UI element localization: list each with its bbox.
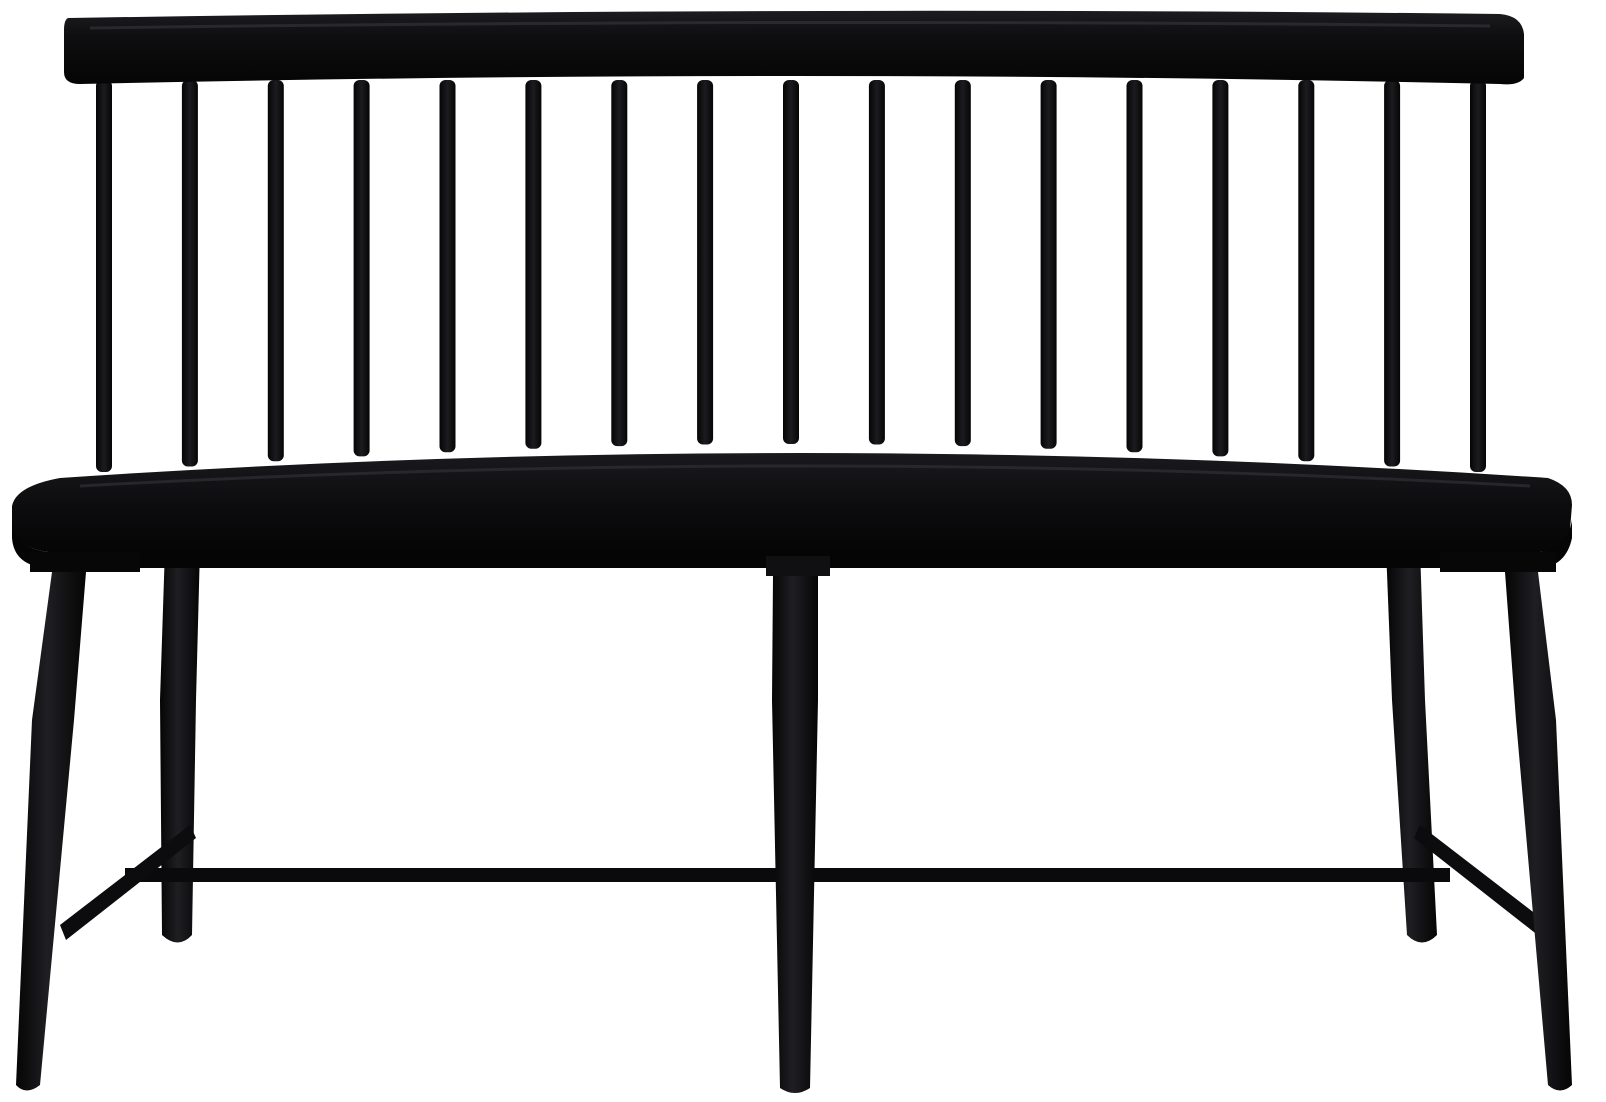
side-stretcher-right [1414, 825, 1550, 940]
seat-front-edge [12, 520, 1572, 568]
spindles [96, 80, 1486, 472]
front-legs [16, 572, 1572, 1093]
spindle [697, 80, 714, 445]
spindle [267, 80, 284, 462]
side-stretcher-left [60, 825, 196, 940]
spindle [783, 80, 799, 444]
front-left-leg [16, 572, 86, 1091]
spindle [868, 80, 885, 445]
spindle [954, 80, 971, 447]
seat-highlight [79, 464, 1531, 488]
spindle [181, 80, 198, 467]
apron-center [766, 556, 830, 576]
back-left-leg [160, 548, 200, 943]
spindle [1298, 80, 1315, 462]
center-stretcher-left [125, 868, 780, 882]
seat [12, 453, 1572, 552]
front-right-leg [1505, 572, 1572, 1091]
apron-right [1440, 552, 1556, 572]
spindle [96, 80, 112, 472]
spindle [525, 80, 542, 449]
spindle [1212, 80, 1229, 457]
back-right-leg [1386, 548, 1437, 943]
spindle [439, 80, 456, 453]
spindle [1470, 80, 1486, 472]
spindle [1040, 80, 1057, 449]
center-stretcher-right [812, 868, 1450, 882]
top-rail [64, 10, 1524, 85]
front-center-leg [772, 576, 818, 1093]
stretchers [60, 825, 1550, 940]
spindle [1384, 80, 1401, 467]
top-rail-highlight [89, 20, 1491, 30]
spindle [611, 80, 628, 447]
apron-left [30, 552, 140, 572]
spindle [1126, 80, 1143, 453]
spindle [353, 80, 370, 457]
